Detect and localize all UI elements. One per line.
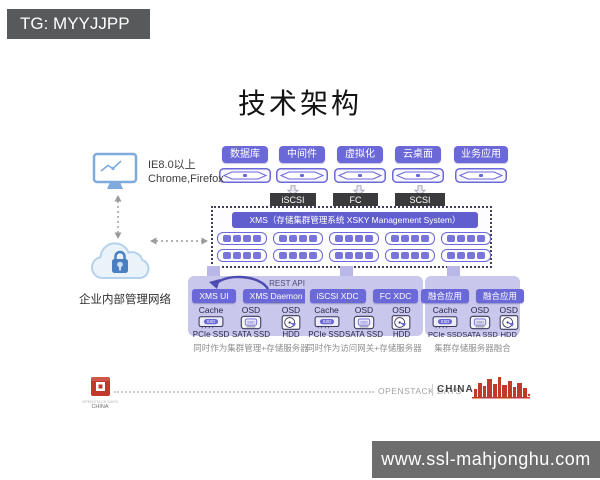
brand-divider xyxy=(432,384,433,396)
app-label-virtualization: 虚拟化 xyxy=(337,146,383,163)
pcie-ssd-label: PCIe SSD xyxy=(192,330,230,339)
svg-text:SSD: SSD xyxy=(360,320,368,324)
app-label-business-app: 业务应用 xyxy=(454,146,508,163)
storage-array-icon xyxy=(217,249,267,262)
server-icon xyxy=(219,168,271,188)
storage-array-icon xyxy=(329,232,379,245)
horizontal-dashed-arrow xyxy=(150,234,208,252)
vertical-dashed-arrow xyxy=(112,195,124,244)
sata-ssd-icon: SSD xyxy=(462,315,498,330)
osd-label: OSD xyxy=(470,305,490,315)
storage-array-icon xyxy=(441,232,491,245)
china-text: CHINA xyxy=(437,384,474,395)
server-group-converged: 融合应用 融合应用 Cache SSD PCIe SSD OSD SSD SAT… xyxy=(420,276,525,339)
server-icon xyxy=(392,168,444,188)
pcie-ssd-icon: SSD xyxy=(428,315,462,330)
pcie-ssd-icon: SSD xyxy=(191,315,231,330)
browser-support-text: IE8.0以上 Chrome,Firefox xyxy=(148,158,224,186)
protocol-fc: FC xyxy=(333,193,378,208)
pcie-ssd-label: PCIe SSD xyxy=(308,330,345,339)
server-group-gateway: iSCSI XDC FC XDC Cache SSD PCIe SSD OSD … xyxy=(305,276,423,339)
hdd-label: HDD xyxy=(392,330,411,339)
protocol-iscsi: iSCSI xyxy=(270,193,316,208)
group-caption: 集群存储服务器融合 xyxy=(434,343,511,353)
openstack-days-logo-icon xyxy=(89,375,113,404)
app-label-middleware: 中间件 xyxy=(279,146,325,163)
network-label: 企业内部管理网络 xyxy=(79,294,171,306)
svg-text:SSD: SSD xyxy=(476,320,484,324)
down-arrow-icon xyxy=(286,183,300,201)
osd-label: OSD xyxy=(354,305,374,315)
hdd-icon xyxy=(498,315,520,330)
server-icon xyxy=(455,168,507,188)
pcie-ssd-icon: SSD xyxy=(308,315,345,330)
server-group-management: REST API XMS UI XMS Daemon Cache SSD PCI… xyxy=(188,275,314,339)
server-icon xyxy=(334,168,386,188)
tag-iscsi-xdc: iSCSI XDC xyxy=(309,289,366,303)
browser-monitor-icon xyxy=(92,152,138,197)
sata-ssd-icon: SSD xyxy=(231,315,271,330)
storage-array-icon xyxy=(273,249,323,262)
osd-label: OSD xyxy=(281,305,301,315)
storage-array-row xyxy=(217,232,491,245)
osd-label: OSD xyxy=(241,305,261,315)
svg-text:SSD: SSD xyxy=(441,319,450,324)
cache-label: Cache xyxy=(198,305,224,315)
cache-label: Cache xyxy=(432,305,458,315)
hdd-icon xyxy=(383,315,420,330)
xms-management-bar: XMS（存储集群管理系统 XSKY Management System） xyxy=(232,212,478,228)
storage-array-icon xyxy=(273,232,323,245)
rest-api-label: REST API xyxy=(269,279,305,288)
left-logo-caption: OPENSTACK DAYS xyxy=(81,399,119,404)
app-label-cloud-desktop: 云桌面 xyxy=(395,146,441,163)
tag-converged-app: 融合应用 xyxy=(420,289,469,303)
page-title: 技术架构 xyxy=(237,89,362,120)
down-arrow-icon xyxy=(352,183,366,201)
hdd-icon xyxy=(271,315,311,330)
cache-label: Cache xyxy=(314,305,339,315)
site-watermark: www.ssl-mahjonghu.com xyxy=(372,441,600,478)
openstack-days-text: OPENSTACK DAYS xyxy=(378,386,462,396)
storage-array-row xyxy=(217,249,491,262)
app-label-database: 数据库 xyxy=(222,146,268,163)
tag-converged-app: 融合应用 xyxy=(476,289,525,303)
curved-arrow-icon xyxy=(209,275,270,290)
browser-line1: IE8.0以上 xyxy=(148,159,196,171)
osd-label: OSD xyxy=(392,305,411,315)
tag-xms-daemon: XMS Daemon xyxy=(242,289,310,303)
svg-text:SSD: SSD xyxy=(247,320,255,324)
tag-fc-xdc: FC XDC xyxy=(372,289,419,303)
browser-line2: Chrome,Firefox xyxy=(148,173,224,185)
group-caption: 同时作为访问网关+存储服务器 xyxy=(306,343,422,353)
network-cloud-lock-icon xyxy=(86,234,154,293)
storage-array-icon xyxy=(385,232,435,245)
svg-text:SSD: SSD xyxy=(207,319,216,324)
storage-array-icon xyxy=(217,232,267,245)
group-caption: 同时作为集群管理+存储服务器 xyxy=(193,343,309,353)
down-arrow-icon xyxy=(413,183,427,201)
osd-label: OSD xyxy=(499,305,518,315)
hdd-label: HDD xyxy=(282,330,300,339)
sata-ssd-label: SATA SSD xyxy=(462,330,498,339)
hdd-label: HDD xyxy=(500,330,517,339)
telegram-watermark-banner: TG: MYYJJPP xyxy=(7,9,150,39)
storage-array-icon xyxy=(329,249,379,262)
server-icon xyxy=(276,168,328,188)
storage-array-icon xyxy=(441,249,491,262)
pcie-ssd-label: PCIe SSD xyxy=(428,330,463,339)
sata-ssd-label: SATA SSD xyxy=(345,330,383,339)
footer-dotted-line xyxy=(114,391,374,393)
sata-ssd-icon: SSD xyxy=(345,315,383,330)
left-logo-caption-china: CHINA xyxy=(91,404,109,410)
tag-xms-ui: XMS UI xyxy=(192,289,236,303)
protocol-scsi: SCSI xyxy=(395,193,445,208)
city-skyline-icon xyxy=(472,375,532,406)
sata-ssd-label: SATA SSD xyxy=(232,330,270,339)
storage-array-icon xyxy=(385,249,435,262)
svg-text:SSD: SSD xyxy=(322,319,331,324)
